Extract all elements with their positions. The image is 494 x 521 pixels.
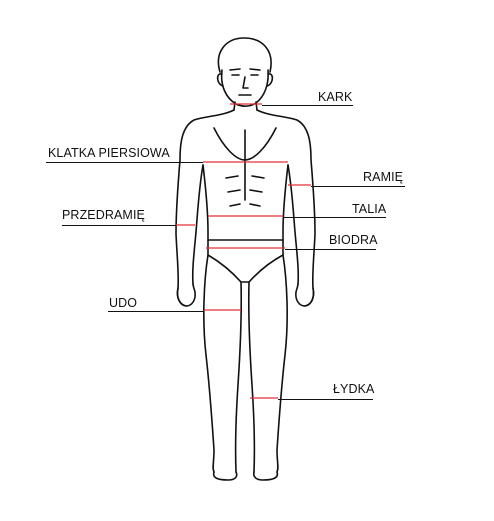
leader-line-ramie — [311, 186, 405, 187]
left-ear — [216, 73, 224, 87]
eyebrows — [229, 68, 261, 71]
right-foot — [252, 471, 279, 481]
right-hand — [295, 283, 315, 307]
label-ramie: RAMIĘ — [363, 170, 404, 184]
left-leg-outer — [203, 254, 215, 473]
label-udo: UDO — [109, 296, 138, 310]
label-lydka: ŁYDKA — [333, 382, 375, 396]
leader-line-talia — [283, 217, 386, 218]
leader-line-przedramie — [62, 225, 176, 226]
neck — [233, 101, 258, 111]
label-przedramie: PRZEDRAMIĘ — [62, 208, 145, 222]
leader-line-klatka-piersiowa — [46, 162, 203, 163]
left-foot — [212, 471, 238, 481]
torso-left-side — [202, 164, 209, 241]
abs-lines — [225, 175, 265, 207]
underwear — [207, 239, 284, 283]
measurement-lines — [176, 103, 311, 399]
right-leg-inner — [247, 281, 256, 473]
torso-right-side — [282, 164, 289, 241]
right-ear — [266, 73, 274, 87]
hair — [217, 37, 272, 73]
figure-outline — [175, 37, 316, 481]
leader-line-lydka — [278, 399, 373, 400]
leader-line-kark — [262, 105, 353, 106]
label-talia: TALIA — [352, 202, 387, 216]
face — [220, 69, 269, 107]
leader-line-biodra — [285, 249, 376, 250]
label-kark: KARK — [318, 90, 353, 104]
right-arm-inner — [287, 164, 300, 285]
left-arm-inner — [191, 164, 204, 285]
left-leg-inner — [234, 281, 243, 473]
label-biodra: BIODRA — [329, 233, 378, 247]
left-hand — [176, 283, 196, 307]
label-klatka-piersiowa: KLATKA PIERSIOWA — [48, 146, 170, 160]
right-leg-outer — [276, 254, 288, 473]
leader-line-udo — [108, 311, 204, 312]
nose — [242, 76, 249, 89]
